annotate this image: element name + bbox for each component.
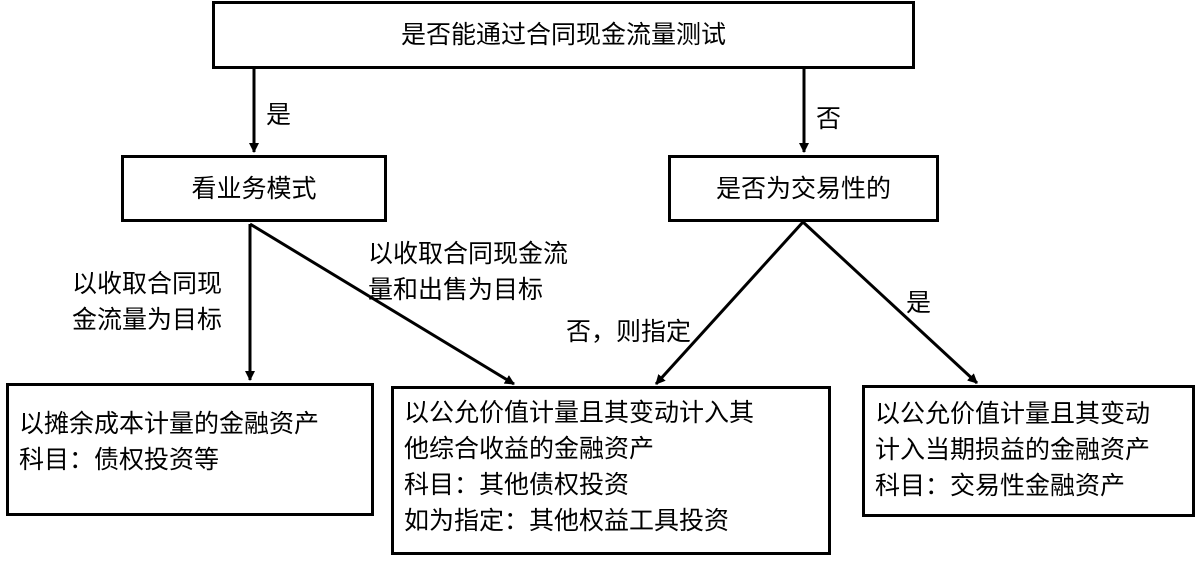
edge-label-collect-line1: 以收取合同现 (72, 269, 223, 298)
amortized-cost-line1: 以摊余成本计量的金融资产 (19, 409, 320, 438)
edge-label-root-yes: 是 (266, 100, 292, 129)
edge-label-trading-yes: 是 (906, 288, 932, 317)
edge-label-collect-sell-line1: 以收取合同现金流 (368, 239, 569, 268)
node-business-model: 看业务模式 (121, 155, 387, 222)
node-fvoci: 以公允价值计量且其变动计入其 他综合收益的金融资产 科目：其他债权投资 如为指定… (391, 386, 831, 555)
fvoci-line2: 他综合收益的金融资产 (404, 434, 655, 463)
arrow-business-to-fvoci (249, 222, 515, 386)
fvoci-line1: 以公允价值计量且其变动计入其 (404, 398, 755, 427)
fvoci-line3: 科目：其他债权投资 (404, 470, 630, 499)
edge-label-no-designate: 否，则指定 (566, 317, 692, 346)
arrow-trading-to-fvoci (654, 220, 805, 386)
fvtpl-line1: 以公允价值计量且其变动 (875, 399, 1151, 428)
node-trading: 是否为交易性的 (668, 155, 939, 222)
node-trading-label: 是否为交易性的 (715, 173, 891, 203)
edge-label-collect-sell: 以收取合同现金流 量和出售为目标 (368, 236, 568, 308)
fvtpl-line2: 计入当期损益的金融资产 (875, 435, 1151, 464)
edge-label-root-no: 否 (816, 104, 842, 133)
amortized-cost-line2: 科目：债权投资等 (19, 445, 220, 474)
node-amortized-cost: 以摊余成本计量的金融资产 科目：债权投资等 (6, 383, 374, 516)
edge-label-collect-line2: 金流量为目标 (72, 305, 223, 334)
node-fvtpl: 以公允价值计量且其变动 计入当期损益的金融资产 科目：交易性金融资产 (862, 385, 1195, 517)
fvtpl-line3: 科目：交易性金融资产 (875, 471, 1126, 500)
fvoci-line4: 如为指定：其他权益工具投资 (404, 506, 730, 535)
node-business-model-label: 看业务模式 (191, 173, 317, 203)
arrow-trading-to-fvtpl (801, 220, 979, 385)
node-root: 是否能通过合同现金流量测试 (212, 1, 915, 69)
edge-label-collect: 以收取合同现 金流量为目标 (72, 266, 222, 338)
node-root-label: 是否能通过合同现金流量测试 (400, 20, 726, 50)
edge-label-collect-sell-line2: 量和出售为目标 (368, 275, 544, 304)
